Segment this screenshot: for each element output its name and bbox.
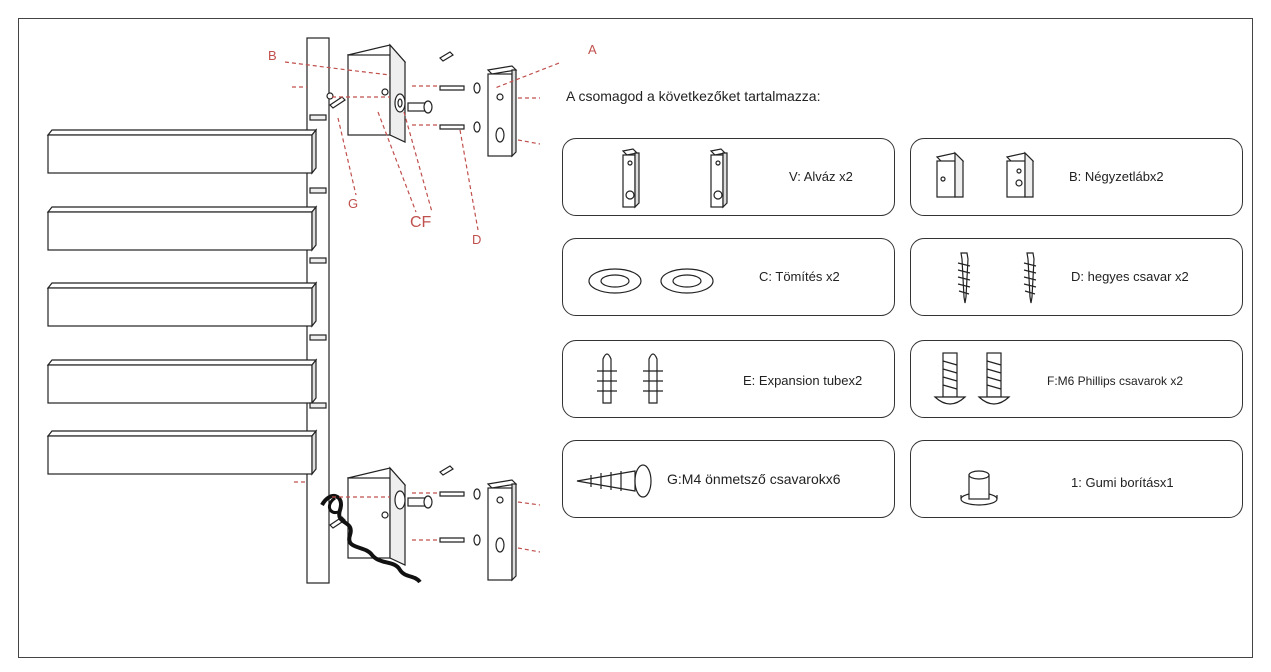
rubber-cap-icon: [960, 470, 998, 506]
callout-label-cf: CF: [410, 214, 432, 231]
towel-bar: [46, 128, 318, 175]
self-tapping-screw-icon: [576, 464, 652, 498]
assembly-diagram: [46, 37, 560, 584]
expansion-tube-icon: [597, 353, 663, 404]
towel-bar: [46, 281, 318, 328]
part-label-b: B: Négyzetlábx2: [1069, 169, 1164, 184]
bottom-mount-assembly: [329, 465, 518, 582]
power-cable-icon: [320, 494, 422, 584]
part-label-c: C: Tömítés x2: [759, 269, 840, 284]
part-card-v: V: Alváz x2: [562, 138, 895, 216]
callout-label-a: A: [588, 42, 597, 57]
pointed-screw-icon: [957, 252, 1037, 304]
part-card-c: C: Tömítés x2: [562, 238, 895, 316]
page-frame: [18, 18, 1253, 658]
gasket-ring-icon: [588, 268, 714, 294]
bracket-plate-icon: [621, 148, 728, 209]
towel-bar: [46, 358, 318, 405]
callout-label-b: B: [268, 48, 277, 63]
part-label-f: F:M6 Phillips csavarok x2: [1047, 374, 1184, 388]
towel-bar: [46, 429, 318, 476]
part-label-e: E: Expansion tubex2: [743, 373, 863, 388]
part-card-e: E: Expansion tubex2: [562, 340, 895, 418]
callout-label-d: D: [472, 232, 482, 247]
part-card-f: F:M6 Phillips csavarok x2: [910, 340, 1243, 418]
part-card-d: D: hegyes csavar x2: [910, 238, 1243, 316]
part-label-d: D: hegyes csavar x2: [1071, 269, 1189, 284]
callout-label-g: G: [348, 196, 359, 211]
towel-bar: [46, 205, 318, 252]
part-card-1: 1: Gumi borításx1: [910, 440, 1243, 518]
part-card-g: G:M4 önmetsző csavarokx6: [562, 440, 895, 518]
square-foot-block-icon: [935, 151, 1035, 198]
part-label-v: V: Alváz x2: [789, 169, 853, 184]
phillips-bolt-icon: [933, 352, 1011, 405]
top-mount-assembly: [326, 43, 518, 158]
part-label-1: 1: Gumi borításx1: [1071, 475, 1174, 490]
part-card-b: B: Négyzetlábx2: [910, 138, 1243, 216]
package-contents-heading: A csomagod a következőket tartalmazza:: [566, 88, 821, 104]
part-label-g: G:M4 önmetsző csavarokx6: [667, 471, 841, 487]
